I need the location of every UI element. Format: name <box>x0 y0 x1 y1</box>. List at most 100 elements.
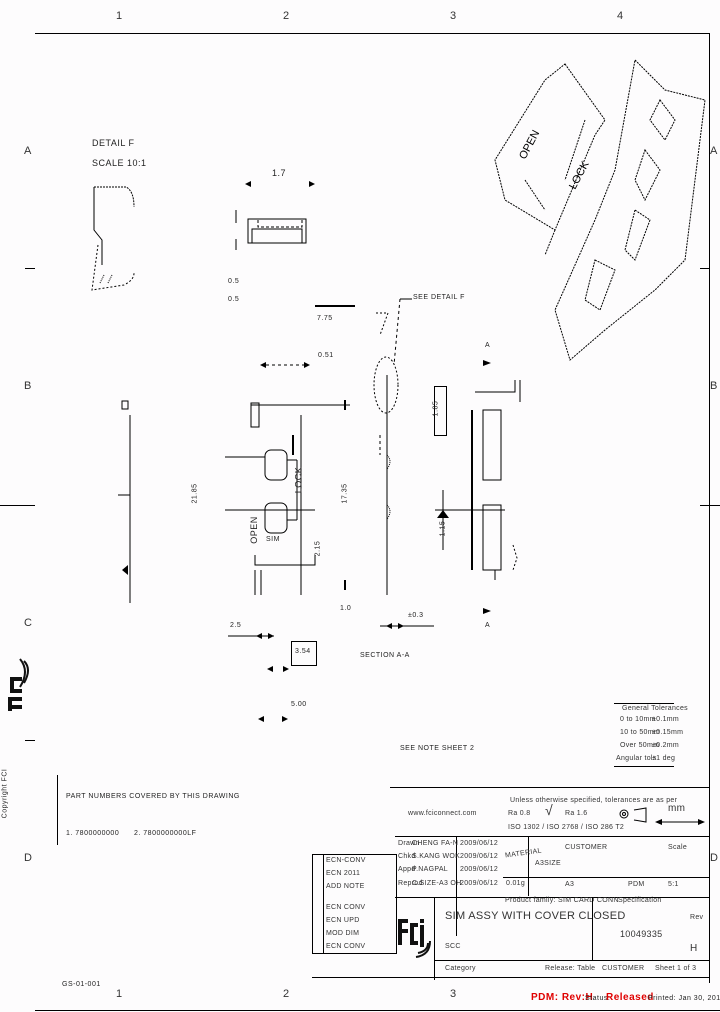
tolerances-bottom-line <box>614 766 674 767</box>
surface-value-3: ISO 1302 / ISO 2768 / ISO 286 T2 <box>508 824 625 831</box>
detail-scale: SCALE 10:1 <box>92 158 147 168</box>
label-lock: LOCK <box>293 466 304 494</box>
signature-date: 2009/06/12 <box>460 840 499 847</box>
detail-title: DETAIL F <box>92 138 135 148</box>
tolerances-top-line <box>614 703 674 704</box>
row-label-D: D <box>24 852 32 864</box>
signature-role: Appd <box>398 866 416 873</box>
side-bottom-arrows <box>380 623 434 629</box>
sheet-label: Sheet 1 of 3 <box>655 965 697 972</box>
format-value: A3SIZE <box>535 860 561 867</box>
svg-text:OPEN: OPEN <box>517 128 542 161</box>
dim-height-b: 17.35 <box>341 483 349 504</box>
pdm-revision: PDM: Rev:H <box>531 992 594 1003</box>
revision-entry: ECN UPD <box>326 917 360 924</box>
tolerances-title: General Tolerances <box>622 705 688 712</box>
scale-label: Scale <box>668 844 688 851</box>
title-footer-line <box>434 960 710 961</box>
material-label: MATERIAL <box>504 847 543 860</box>
revision-entry: MOD DIM <box>326 930 360 937</box>
title-block-line <box>395 836 710 837</box>
row-label-C: C <box>24 617 32 629</box>
part-number-entry: 2. 7800000000LF <box>134 830 197 837</box>
column-label-2-bottom: 2 <box>283 988 290 1000</box>
signature-date: 2009/06/12 <box>460 880 499 887</box>
column-label-1: 1 <box>116 10 123 22</box>
section-mark-bottom: A <box>485 622 491 629</box>
scale-prev: PDM <box>628 881 645 888</box>
fci-title-logo-icon <box>398 919 431 958</box>
product-family-line <box>503 877 710 878</box>
label-sim-icon: SIM <box>266 536 280 543</box>
see-note-label: SEE NOTE SHEET 2 <box>400 745 475 752</box>
part-numbers-left-border <box>57 775 58 845</box>
side-view-drawing <box>373 298 412 595</box>
surface-value-2: Ra 1.6 <box>565 810 588 817</box>
tolerance-row-label: 0 to 10mm <box>620 716 656 723</box>
status-value: Released <box>606 992 654 1003</box>
side-dim-top: 7.75 <box>317 315 333 322</box>
title-logo-divider <box>434 897 435 980</box>
side-dim-bottom: ±0.3 <box>408 612 424 619</box>
unit-arrow-icon <box>655 819 705 825</box>
left-side-view <box>118 400 131 603</box>
label-open: OPEN <box>248 516 259 544</box>
section-boxed-dim <box>434 386 447 436</box>
offset-arrows <box>228 633 274 639</box>
rev-label: Rev <box>690 914 704 921</box>
surface-value-1: Ra 0.8 <box>508 810 531 817</box>
surface-note: Unless otherwise specified, tolerances a… <box>510 797 678 804</box>
frame-right-border <box>709 33 710 983</box>
top-leader-line <box>315 305 355 306</box>
status-label: Status: <box>585 995 611 1002</box>
specification-label: Specification <box>618 897 662 904</box>
zone-tick <box>700 505 720 506</box>
zone-divider <box>700 268 710 269</box>
row-label-B-right: B <box>710 380 718 392</box>
detail-f-drawing <box>91 186 135 291</box>
boxed-dim-value: 3.54 <box>295 648 311 655</box>
tolerance-row-label: Over 50mm <box>620 742 660 749</box>
part-numbers-title: PART NUMBERS COVERED BY THIS DRAWING <box>66 793 240 800</box>
zone-tick <box>25 740 35 741</box>
signature-name: S.KANG WOK <box>412 853 461 860</box>
surface-check-icon: √ <box>545 802 553 818</box>
weight-value: 0.01g <box>506 880 526 887</box>
row-label-D-right: D <box>710 852 718 864</box>
frame-top-border <box>35 33 710 34</box>
top-small-label-1: 0.5 <box>228 278 240 285</box>
projection-symbol-icon <box>619 807 647 823</box>
top-dim-label: 1.7 <box>272 168 287 178</box>
column-label-3: 3 <box>450 10 457 22</box>
title-block-bottom-line <box>312 977 710 978</box>
signature-name: P.NAGPAL <box>412 866 448 873</box>
section-label: SECTION A-A <box>360 652 410 659</box>
frame-bottom-border <box>35 1010 720 1011</box>
signature-name: CHENG FA-N <box>412 840 459 847</box>
top-view-drawing <box>235 210 307 250</box>
dim-width-left: 21.85 <box>191 483 199 504</box>
dim-bottom: 5.00 <box>291 701 307 708</box>
tolerance-row-label: 10 to 50mm <box>620 729 660 736</box>
top-dim-arrows <box>245 181 315 187</box>
drawing-subtitle: SCC <box>445 943 461 950</box>
isometric-view-drawing: OPEN LOCK <box>494 58 706 361</box>
signature-name: C.SIZE-A3 OH <box>412 880 462 887</box>
column-label-1-bottom: 1 <box>116 988 123 1000</box>
tolerance-row-value: ±0.1mm <box>652 716 680 723</box>
section-arrows <box>483 360 491 614</box>
tolerance-row-value: ±0.15mm <box>652 729 684 736</box>
document-number: 10049335 <box>620 929 663 939</box>
signature-role: Reprod <box>398 880 423 887</box>
revision-history-table <box>312 854 397 954</box>
projection-unit: mm <box>668 803 686 814</box>
column-label-3-bottom: 3 <box>450 988 457 1000</box>
signature-role: Chkd <box>398 853 416 860</box>
zone-tick <box>25 268 35 269</box>
zone-tick <box>0 505 35 506</box>
drawing-title: SIM ASSY WITH COVER CLOSED <box>445 910 626 922</box>
signature-date: 2009/06/12 <box>460 866 499 873</box>
title-block-top-line <box>390 787 710 788</box>
release-label: Release: Table <box>545 965 596 972</box>
product-family: Product family: SIM CARD CONN <box>505 897 619 904</box>
